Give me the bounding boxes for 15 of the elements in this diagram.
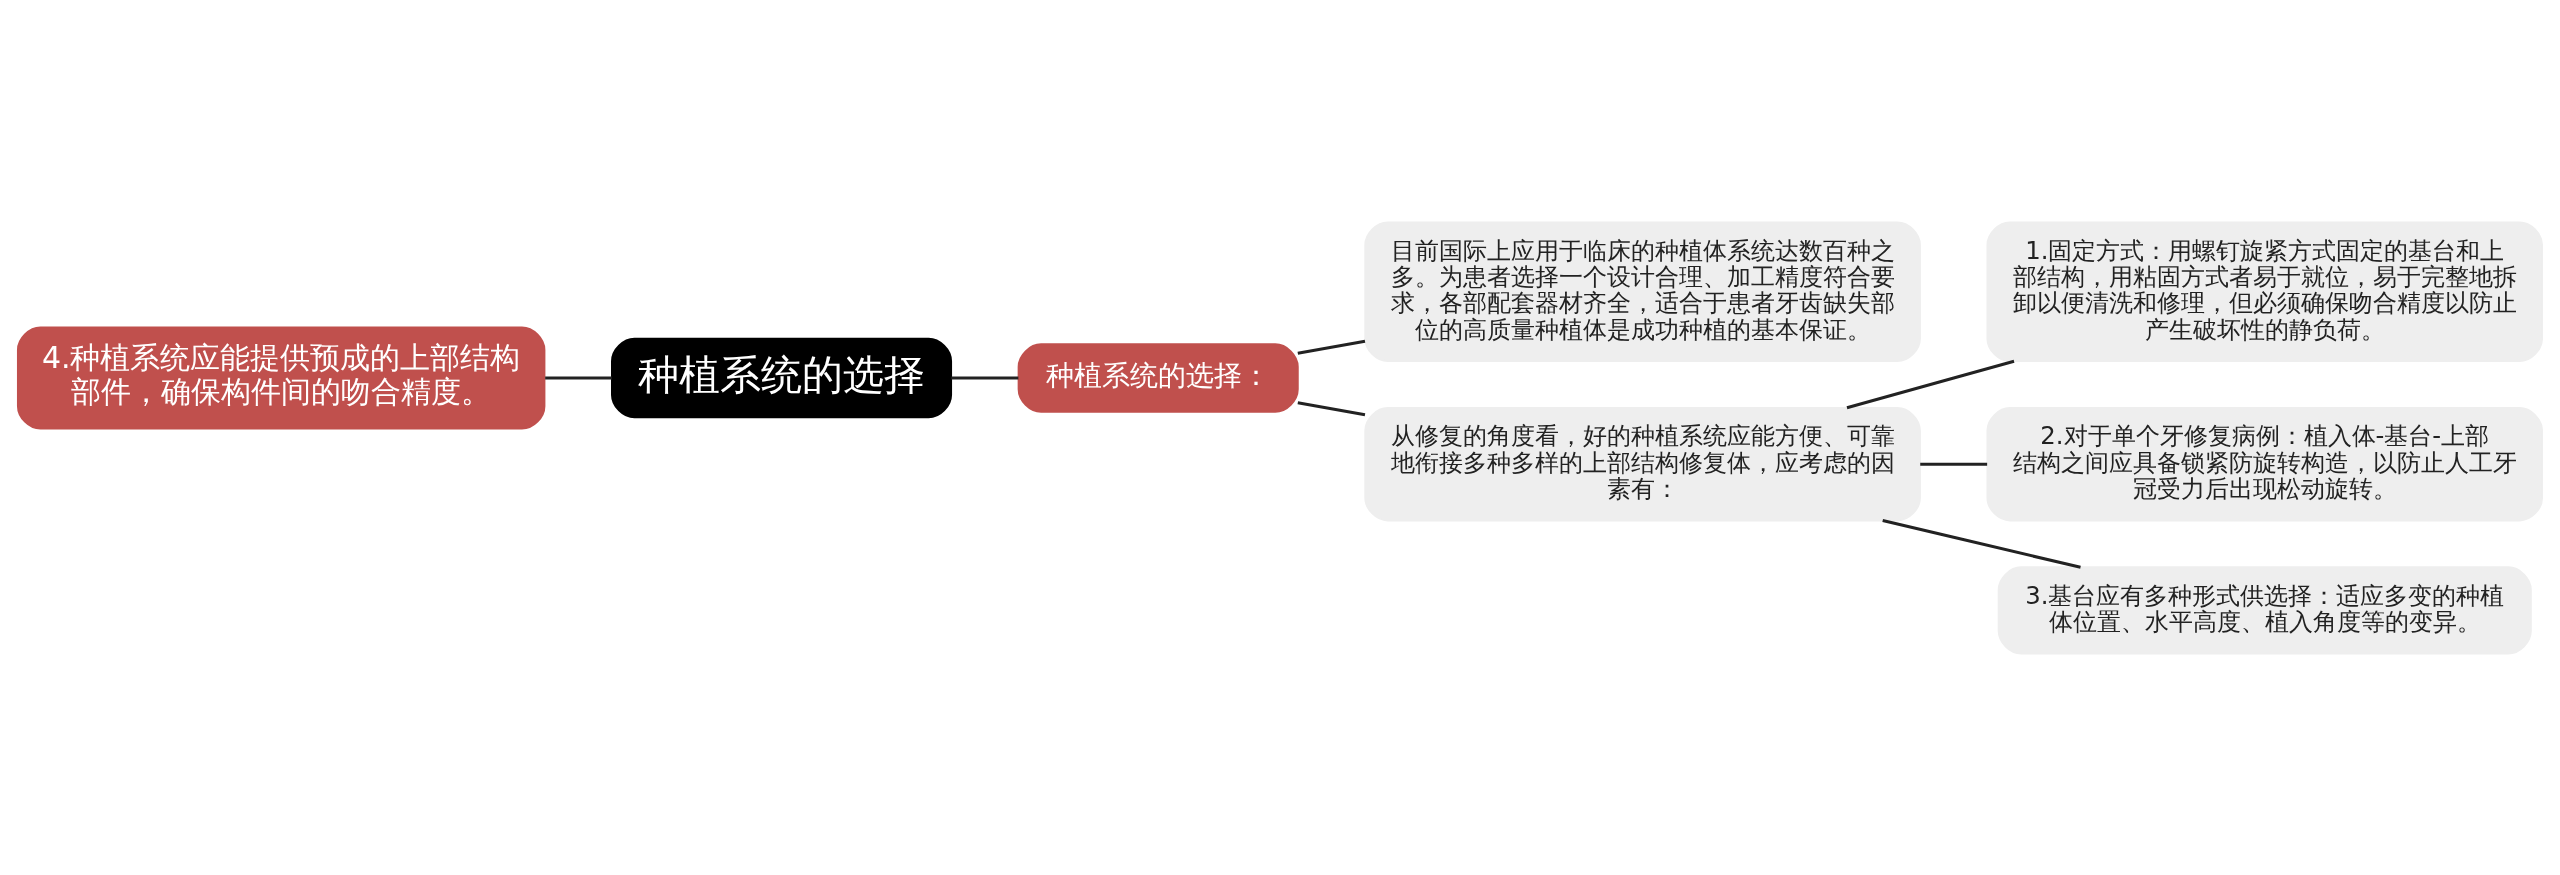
node-box: 4.种植系统应能提供预成的上部结构部件，确保构件间的吻合精度。 [16, 326, 546, 430]
connector [1297, 400, 1366, 416]
node-box: 目前国际上应用于临床的种植体系统达数百种之多。为患者选择一个设计合理、加工精度符合要求，各部配套器材齐全，适合于患者牙齿缺失部位的高质量种植体是成功种植的基本保证。 [1364, 221, 1921, 362]
connector [1882, 518, 2081, 569]
node-box: 从修复的角度看，好的种植系统应能方便、可靠地衔接多种多样的上部结构修复体，应考虑的因素有： [1364, 406, 1921, 521]
connector [951, 376, 1019, 380]
node-box: 种植系统的选择： [1017, 342, 1299, 413]
node-box: 种植系统的选择 [611, 337, 953, 418]
connector [1920, 462, 1988, 466]
connector [545, 376, 612, 380]
node-box: 1.固定方式：用螺钉旋紧方式固定的基台和上部结构，用粘固方式者易于就位，易于完整地拆卸以便清洗和修理，但必须确保吻合精度以防止产生破坏性的静负荷。 [1986, 221, 2544, 362]
connector [1846, 359, 2015, 409]
connector [1297, 339, 1366, 355]
node-box: 3.基台应有多种形式供选择：适应多变的种植体位置、水平高度、植入角度等的变异。 [1997, 565, 2532, 654]
node-box: 2.对于单个牙修复病例：植入体-基台-上部结构之间应具备锁紧防旋转构造，以防止人工牙冠受力后出现松动旋转。 [1986, 406, 2544, 521]
